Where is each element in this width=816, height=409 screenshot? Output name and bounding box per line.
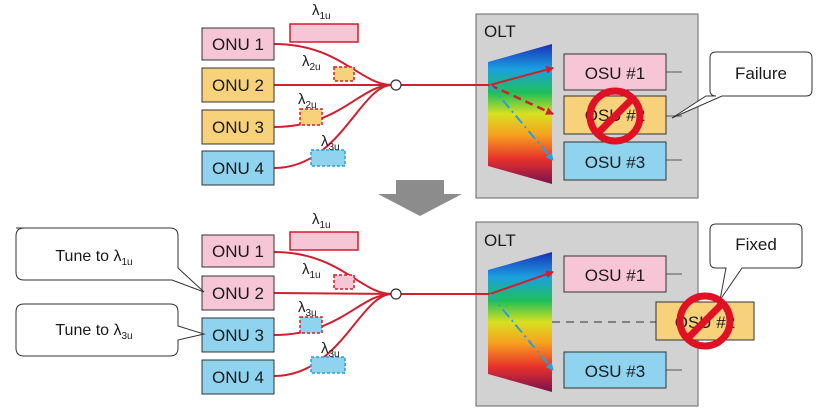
- olt-label-top: OLT: [484, 22, 516, 41]
- onu-label: ONU 2: [212, 76, 264, 95]
- lambda-block-3-bottom: [299, 316, 323, 334]
- lambda-label-1-bottom: λ1u: [312, 211, 331, 231]
- onu-4-top: ONU 4: [201, 150, 275, 186]
- tune-callout-1-text: Tune to λ1u: [55, 248, 132, 268]
- failure-callout-text: Failure: [735, 64, 787, 83]
- tune-callout-2: Tune to λ3u: [15, 303, 206, 357]
- osu-1-top: OSU #1: [563, 53, 667, 91]
- onu-label: ONU 1: [212, 35, 264, 54]
- onu-4-bottom: ONU 4: [201, 359, 275, 395]
- onu-2-bottom: ONU 2: [201, 275, 275, 311]
- tune-callout-1: Tune to λ1u: [15, 227, 205, 293]
- route-to-osu3-bottom: [489, 293, 554, 371]
- lambda-block-4-bottom: [310, 356, 346, 374]
- osu-label: OSU #3: [585, 362, 645, 381]
- wavelength-demux-bottom: [488, 252, 552, 392]
- onu-label: ONU 2: [212, 284, 264, 303]
- lambda-label-2-bottom: λ1u: [302, 261, 321, 281]
- lambda-label-1-top: λ1u: [312, 2, 331, 22]
- failure-callout: Failure: [671, 51, 813, 119]
- onu-label: ONU 1: [212, 242, 264, 261]
- osu-3-top: OSU #3: [563, 141, 667, 181]
- route-to-osu1-bottom: [489, 270, 554, 295]
- lambda-label-3-top: λ2u: [298, 91, 317, 111]
- route-to-osu2-top: [489, 83, 554, 116]
- lambda-block-3-top: [299, 108, 323, 126]
- lambda-block-1-bottom: [289, 231, 359, 251]
- lambda-label-4-top: λ3u: [321, 133, 340, 153]
- fixed-callout-text: Fixed: [735, 235, 777, 254]
- lambda-block-2-bottom: [333, 274, 355, 290]
- wavelength-demux-top: [488, 44, 552, 184]
- onu-1-top: ONU 1: [201, 27, 275, 61]
- lambda-block-4-top: [310, 149, 346, 167]
- prohibited-icon-bottom: [676, 292, 734, 350]
- lambda-label-3-bottom: λ3u: [298, 299, 317, 319]
- route-to-osu3-top: [489, 84, 554, 161]
- osu-label: OSU #3: [585, 153, 645, 172]
- tune-callout-2-text: Tune to λ3u: [55, 322, 132, 342]
- route-to-osu1-top: [489, 65, 554, 86]
- lambda-block-2-top: [333, 66, 355, 82]
- osu-1-bottom: OSU #1: [563, 255, 667, 293]
- splitter-top: [390, 79, 402, 91]
- onu-label: ONU 4: [212, 368, 264, 387]
- onu-1-bottom: ONU 1: [201, 234, 275, 268]
- onu-label: ONU 3: [212, 118, 264, 137]
- onu-3-bottom: ONU 3: [201, 317, 275, 353]
- lambda-label-2-top: λ2u: [302, 53, 321, 73]
- osu-label: OSU #1: [585, 266, 645, 285]
- lambda-block-1-top: [289, 23, 359, 43]
- onu-label: ONU 3: [212, 326, 264, 345]
- splitter-bottom: [390, 288, 402, 300]
- lambda-label-4-bottom: λ3u: [321, 340, 340, 360]
- osu-3-bottom: OSU #3: [563, 351, 667, 389]
- fixed-callout: Fixed: [709, 223, 803, 301]
- onu-label: ONU 4: [212, 159, 264, 178]
- down-arrow: [378, 180, 462, 216]
- onu-2-top: ONU 2: [201, 67, 275, 103]
- olt-label-bottom: OLT: [484, 231, 516, 250]
- osu-label: OSU #1: [585, 64, 645, 83]
- prohibited-icon-top: [586, 87, 644, 145]
- onu-3-top: ONU 3: [201, 109, 275, 145]
